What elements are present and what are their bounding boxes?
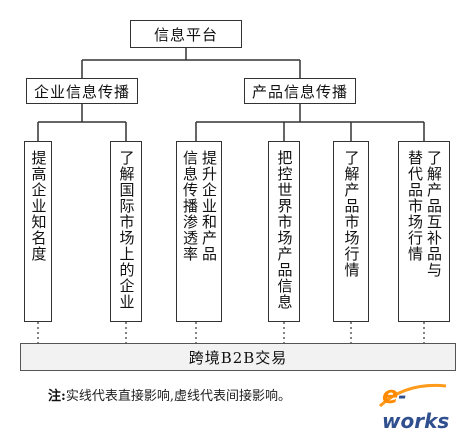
logo-e: e	[382, 381, 399, 409]
leaf-label-2: 了解国际市场上的企业	[117, 150, 136, 310]
leaf-label-3b: 信息传播渗透率	[181, 150, 199, 262]
eworks-logo: e-works	[382, 381, 464, 433]
leaf-box-2: 了解国际市场上的企业	[110, 141, 142, 322]
leaf-label-5: 了解产品市场行情	[342, 150, 361, 278]
leaf-box-3: 提升企业和产品 信息传播渗透率	[176, 141, 222, 322]
leaf-label-4: 把控世界市场产品信息	[275, 150, 294, 310]
enterprise-info-box: 企业信息传播	[26, 78, 138, 104]
eworks-logo-swoosh	[378, 383, 447, 408]
leaf-box-1: 提高企业知名度	[24, 141, 52, 322]
note-text: 实线代表直接影响,虚线代表间接影响。	[65, 389, 291, 404]
leaf-label-3a: 提升企业和产品	[200, 150, 218, 262]
leaf-box-6: 了解产品互补品与 替代品市场行情	[398, 141, 450, 322]
leaf-label-6b: 替代品市场行情	[406, 150, 424, 262]
enterprise-info-label: 企业信息传播	[33, 82, 130, 101]
leaf-label-6a: 了解产品互补品与	[425, 150, 443, 278]
info-platform-label: 信息平台	[153, 25, 218, 44]
product-info-box: 产品信息传播	[244, 78, 356, 104]
note-label: 注:	[48, 389, 66, 404]
connector-lines	[37, 48, 425, 343]
cross-border-b2b-label: 跨境B2B交易	[188, 348, 288, 367]
legend-note: 注:实线代表直接影响,虚线代表间接影响。	[48, 385, 291, 404]
leaf-label-1: 提高企业知名度	[29, 150, 48, 262]
product-info-label: 产品信息传播	[251, 82, 348, 101]
leaf-box-4: 把控世界市场产品信息	[268, 141, 300, 322]
info-platform-box: 信息平台	[130, 20, 242, 48]
leaf-box-5: 了解产品市场行情	[333, 141, 369, 322]
cross-border-b2b-box: 跨境B2B交易	[20, 343, 456, 371]
